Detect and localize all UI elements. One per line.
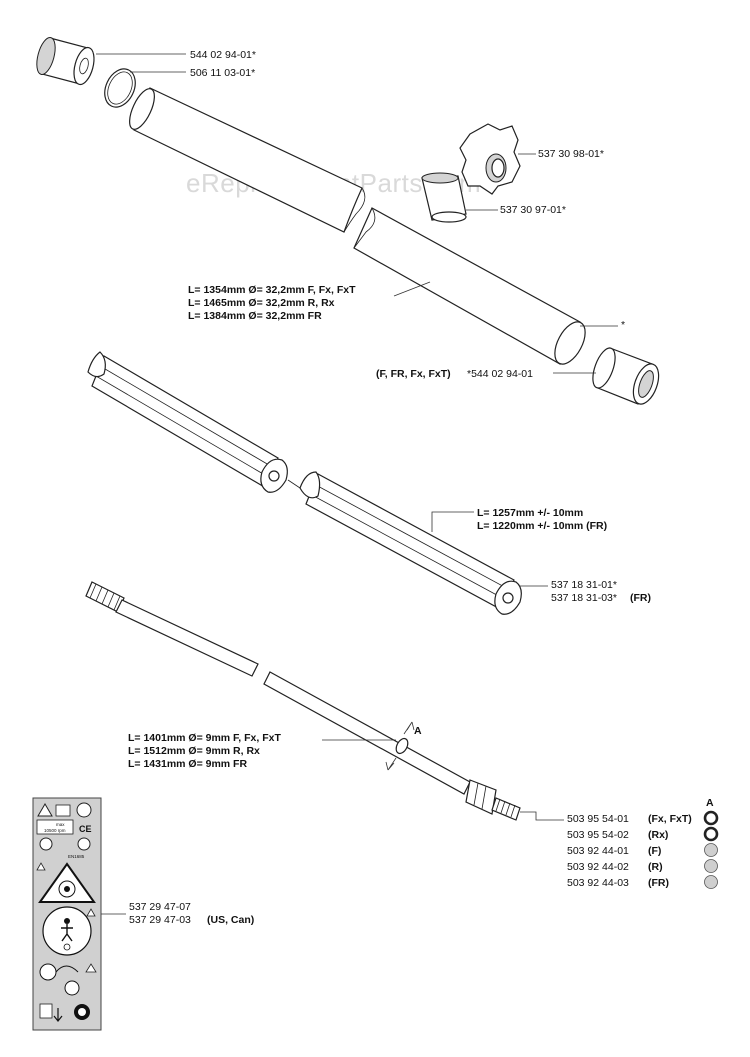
shaft-part-variant-5: (FR): [648, 877, 669, 889]
kickback-arrow-icon: [55, 965, 79, 973]
decal-ce: CE: [79, 824, 92, 834]
shaft-part-number-2: 503 95 54-02: [567, 829, 629, 841]
shaft-part-variant-4: (R): [648, 861, 663, 873]
ring-marker-icon: [703, 810, 719, 826]
disc-marker-icon: [704, 859, 718, 873]
callout-tube-cap-top: 544 02 94-01*: [190, 49, 256, 61]
shaft-part-variant-1: (Fx, FxT): [648, 813, 692, 825]
small-warning-icon: [85, 963, 97, 973]
shaft-part-number-4: 503 92 44-02: [567, 861, 629, 873]
drive-tube: [129, 87, 586, 365]
thrown-objects-warning-icon: [38, 862, 96, 903]
shaft-part-row-2: 503 95 54-02 (Rx): [567, 826, 719, 842]
clamp-sleeve: [421, 172, 467, 223]
shaft-part-variant-2: (Rx): [648, 829, 668, 841]
shaft-length-1: L= 1401mm Ø= 9mm F, Fx, FxT: [128, 732, 281, 744]
shaft-length-2: L= 1512mm Ø= 9mm R, Rx: [128, 745, 260, 757]
small-warning-icon: [36, 862, 46, 871]
shaft-part-number-3: 503 92 44-01: [567, 845, 629, 857]
shaft-part-variant-3: (F): [648, 845, 661, 857]
tube-cap-bottom: [592, 347, 660, 405]
warning-triangle-icon: [37, 803, 53, 817]
no-bystanders-icon: [39, 963, 57, 981]
helmet-icon: [76, 802, 92, 818]
disc-marker-icon: [704, 875, 718, 889]
callout-bearing-b-suffix: (FR): [630, 592, 651, 604]
callout-decal-b: 537 29 47-03: [129, 914, 191, 926]
bearing-length-2: L= 1220mm +/- 10mm (FR): [477, 520, 607, 532]
fuel-can-icon: [39, 1003, 53, 1019]
drive-shaft: [85, 581, 521, 821]
decal-rpm: 10500 rpm: [44, 828, 66, 833]
shaft-part-number-5: 503 92 44-03: [567, 877, 629, 889]
callout-decal-a: 537 29 47-07: [129, 901, 191, 913]
callout-bearing-b: 537 18 31-03*: [551, 592, 617, 604]
ear-protection-icon: [39, 837, 53, 851]
disc-marker-icon: [704, 843, 718, 857]
detail-letter-a: A: [414, 725, 422, 737]
manual-book-icon: [55, 804, 71, 817]
ring-marker-icon: [703, 826, 719, 842]
shaft-part-row-5: 503 92 44-03 (FR): [567, 875, 718, 889]
callout-tube-cap-bottom-prefix: (F, FR, Fx, FxT): [376, 368, 451, 380]
callout-o-ring: 506 11 03-01*: [190, 67, 255, 79]
clamp-nut: [459, 123, 521, 195]
callout-nut: 537 30 98-01*: [538, 148, 604, 160]
rpm-plate: [36, 819, 74, 835]
o-ring: [104, 68, 136, 108]
shaft-parts-header: A: [706, 797, 714, 809]
shaft-part-row-4: 503 92 44-02 (R): [567, 859, 718, 873]
callout-sleeve: 537 30 97-01*: [500, 204, 566, 216]
shaft-part-number-1: 503 95 54-01: [567, 813, 629, 825]
arrow-down-icon: [53, 1008, 63, 1022]
tube-length-3: L= 1384mm Ø= 32,2mm FR: [188, 310, 322, 322]
tube-length-1: L= 1354mm Ø= 32,2mm F, Fx, FxT: [188, 284, 356, 296]
callout-decal-b-suffix: (US, Can): [207, 914, 254, 926]
tube-cap-top: [36, 37, 95, 86]
callout-asterisk: *: [621, 319, 625, 331]
warning-decal: max 10500 rpm CE EN1685: [32, 797, 102, 1031]
callout-tube-cap-bottom: *544 02 94-01: [467, 368, 533, 380]
shaft-bearing-profile: [87, 351, 522, 615]
small-warning-icon: [86, 908, 96, 917]
safety-distance-icon: [42, 906, 92, 956]
eye-protection-icon: [77, 837, 91, 851]
tube-length-2: L= 1465mm Ø= 32,2mm R, Rx: [188, 297, 335, 309]
shaft-length-3: L= 1431mm Ø= 9mm FR: [128, 758, 247, 770]
decal-max: max: [56, 822, 65, 827]
no-metal-blade-icon: [64, 980, 80, 996]
shaft-part-row-3: 503 92 44-01 (F): [567, 843, 718, 857]
shaft-part-row-1: 503 95 54-01 (Fx, FxT): [567, 810, 719, 826]
bearing-length-1: L= 1257mm +/- 10mm: [477, 507, 583, 519]
callout-bearing-a: 537 18 31-01*: [551, 579, 617, 591]
decal-standard: EN1685: [68, 854, 85, 859]
